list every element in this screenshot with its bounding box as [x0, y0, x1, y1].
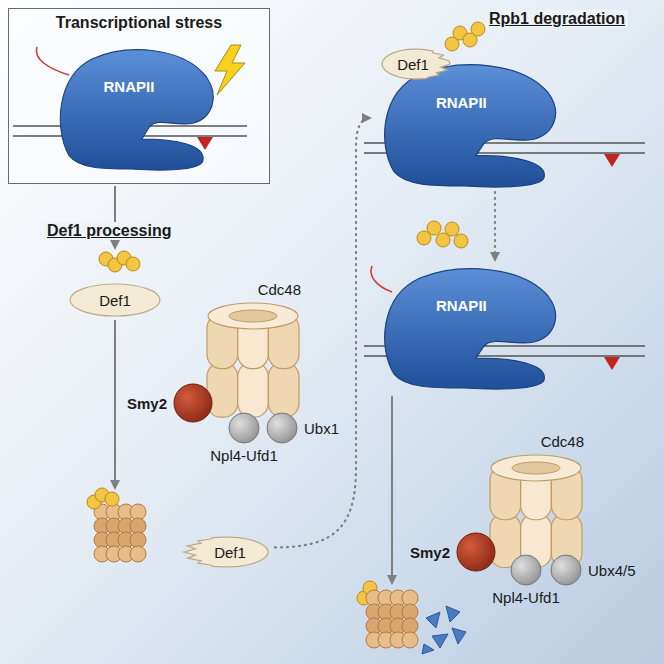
- rpb1-fragments: [422, 606, 466, 654]
- smy2-shape: [456, 532, 496, 572]
- section-heading: Rpb1 degradation: [486, 10, 628, 28]
- protein-name: RNAPII: [436, 296, 487, 313]
- rnapii-complex: RNAPII: [372, 262, 562, 392]
- cofactor-protein: Ubx1: [266, 412, 298, 444]
- protein-name: Cdc48: [541, 433, 584, 450]
- cofactor-shape: [510, 554, 542, 586]
- smy2-protein: Smy2: [173, 383, 213, 423]
- cofactor-shape: [550, 554, 582, 586]
- cofactor-protein: Npl4-Ufd1: [510, 554, 542, 586]
- rnapii-complex: RNAPII: [49, 43, 219, 173]
- stress-panel: Transcriptional stressRNAPII: [8, 8, 270, 184]
- process-arrow: [114, 320, 116, 488]
- rnapii-shape: [372, 262, 562, 392]
- protein-name: Smy2: [410, 544, 450, 561]
- protein-name: Ubx1: [304, 420, 339, 437]
- cofactor-protein: Ubx4/5: [550, 554, 582, 586]
- rna-strand: [371, 266, 392, 292]
- rnapii-shape: [49, 43, 219, 173]
- protein-name: RNAPII: [103, 77, 154, 94]
- panel-title: Transcriptional stress: [9, 14, 269, 32]
- smy2-protein: Smy2: [456, 532, 496, 572]
- dotted-arrow: [494, 192, 496, 260]
- ubiquitin: [454, 234, 468, 248]
- protein-name: Npl4-Ufd1: [492, 589, 560, 606]
- ubiquitin: [445, 222, 459, 236]
- lesion-marker: [604, 154, 620, 370]
- degradation-arrow: [391, 396, 393, 583]
- ubiquitin: [471, 22, 485, 36]
- section-heading: Def1 processing: [44, 222, 174, 240]
- protein-name: Ubx4/5: [588, 562, 636, 579]
- cdc48-hexamer: Cdc48: [205, 300, 301, 430]
- def1-protein: Def1: [380, 48, 452, 80]
- cofactor-shape: [266, 412, 298, 444]
- cofactor-protein: Npl4-Ufd1: [228, 412, 260, 444]
- cdc48-shape: [205, 300, 301, 430]
- proteasome: [366, 590, 418, 648]
- protein-name: Def1: [99, 292, 131, 309]
- protein-name: Cdc48: [258, 281, 301, 298]
- processed-def1: Def1: [84, 490, 274, 572]
- def1-protein: Def1: [68, 250, 162, 318]
- ubiquitin: [427, 221, 441, 235]
- smy2-shape: [173, 383, 213, 423]
- protein-name: Def1: [214, 544, 246, 561]
- protein-name: Def1: [397, 56, 429, 73]
- protein-name: RNAPII: [436, 93, 487, 110]
- protein-name: Npl4-Ufd1: [210, 447, 278, 464]
- protein-name: Smy2: [127, 395, 167, 412]
- cofactor-shape: [228, 412, 260, 444]
- proteasome-subunit: [402, 632, 418, 648]
